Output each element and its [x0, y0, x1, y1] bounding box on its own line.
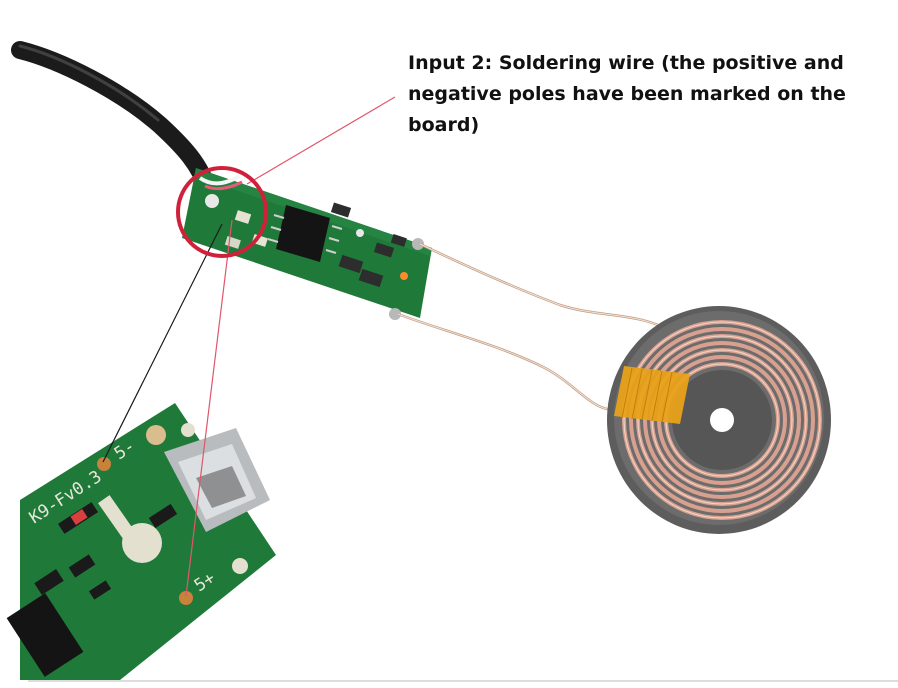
- input-wires: [198, 174, 243, 191]
- highlight-circle: [176, 166, 268, 258]
- receiver-ic-chip: [267, 205, 343, 262]
- kapton-tape: [614, 366, 690, 424]
- wireless-coil: [607, 306, 831, 534]
- negative-pad: [97, 457, 111, 471]
- usb-cable: [11, 41, 217, 199]
- transmitter-pcb: K9-Fv0.3 5- 5+: [6, 403, 276, 680]
- callout-lines: [102, 96, 396, 597]
- receiver-pcb: [182, 168, 432, 320]
- positive-pad: [179, 591, 193, 605]
- annotation-text: Input 2: Soldering wire (the positive an…: [408, 52, 846, 136]
